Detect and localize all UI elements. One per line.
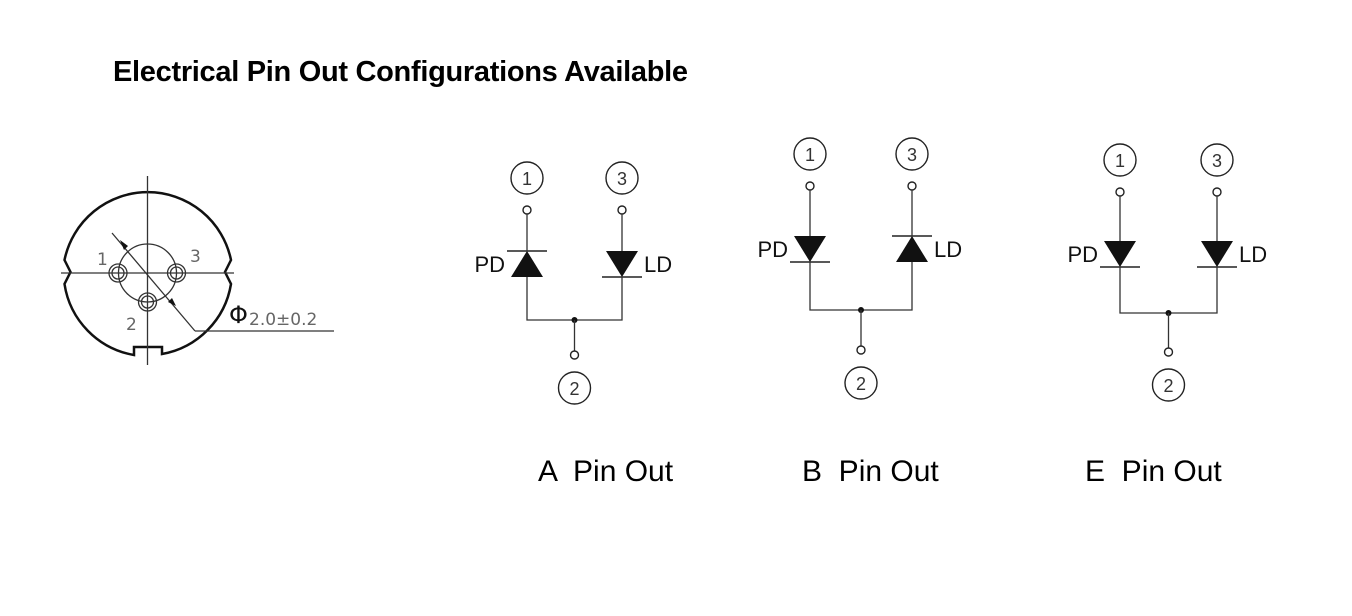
terminal-pin-1 <box>522 205 532 215</box>
pin-3-label-number: 3 <box>617 169 627 189</box>
pin-1-label-circle <box>510 161 544 195</box>
pin-3-hole <box>166 263 187 283</box>
dimension-arrow-bottom <box>168 298 176 306</box>
pd-diode-symbol-triangle <box>511 251 543 277</box>
pin-1-label-number: 1 <box>805 145 815 165</box>
ld-label: LD <box>934 237 962 262</box>
pin-label-2: 2 <box>126 315 137 335</box>
dimension-leader <box>111 232 196 332</box>
pin-1-label-circle <box>1103 143 1137 177</box>
pin-3-label-circle <box>605 161 639 195</box>
pin-3-label: 3 <box>1200 143 1234 177</box>
pin-1-label-number: 1 <box>522 169 532 189</box>
wire-common-bus <box>526 277 623 321</box>
pin-2-label-number: 2 <box>856 374 866 394</box>
pd-diode-symbol <box>1100 241 1140 268</box>
caption-a-pin-out: A Pin Out <box>538 455 674 488</box>
pin-2-label-number: 2 <box>569 379 579 399</box>
wire-common-bus <box>809 262 913 311</box>
pd-diode-symbol <box>790 236 830 263</box>
ld-diode-symbol-triangle <box>1201 241 1233 267</box>
pin-1-label-number: 1 <box>1115 151 1125 171</box>
ld-diode-symbol <box>892 235 932 262</box>
pd-diode-symbol-triangle <box>794 236 826 262</box>
pin-2-label-circle <box>844 366 878 400</box>
pin-3-label: 3 <box>895 137 929 171</box>
ld-label: LD <box>1239 242 1267 267</box>
terminal-pin-2 <box>569 350 580 360</box>
ld-label: LD <box>644 252 672 277</box>
pd-diode-symbol <box>507 250 547 277</box>
pin-2-hole <box>137 292 158 312</box>
pd-diode-symbol-triangle <box>1104 241 1136 267</box>
ld-diode-symbol <box>1197 241 1237 268</box>
ld-diode-symbol-triangle <box>896 236 928 262</box>
terminal-pin-2 <box>856 345 866 355</box>
terminal-pin-1 <box>805 181 815 191</box>
pin-1-label: 1 <box>1103 143 1137 177</box>
pin-circle <box>117 243 178 303</box>
pd-label: PD <box>474 252 505 277</box>
terminal-pin-3 <box>1212 187 1222 197</box>
pin-label-1: 1 <box>97 250 108 270</box>
dimension-arrow-top <box>120 240 128 250</box>
diameter-symbol: Φ <box>229 301 248 329</box>
package-outline <box>63 190 233 357</box>
pd-label: PD <box>1067 242 1098 267</box>
package-bottom-view: 1 3 2 Φ 2.0±0.2 <box>61 176 334 365</box>
ld-diode-symbol <box>602 251 642 278</box>
pin-2-label-number: 2 <box>1163 376 1173 396</box>
page-title: Electrical Pin Out Configurations Availa… <box>113 56 688 88</box>
caption-e-pin-out: E Pin Out <box>1085 455 1222 488</box>
pd-label: PD <box>757 237 788 262</box>
pin-3-label: 3 <box>605 161 639 195</box>
circuit-b: 1 3 2 PD LD <box>757 137 962 400</box>
terminal-pin-3 <box>907 181 917 191</box>
ld-diode-symbol-triangle <box>606 251 638 277</box>
pin-3-label-circle <box>1200 143 1234 177</box>
pin-3-label-number: 3 <box>1212 151 1222 171</box>
circuit-e: 1 3 2 PD LD <box>1067 143 1267 402</box>
pin-3-label-number: 3 <box>907 145 917 165</box>
pin-1-label-circle <box>793 137 827 171</box>
caption-b-pin-out: B Pin Out <box>802 455 939 488</box>
pinout-circuits: 1 3 2 PD LD 1 3 2 PD LD 1 3 2 PD LD <box>474 137 1267 405</box>
wire-common-bus <box>1119 267 1218 314</box>
circuit-a: 1 3 2 PD LD <box>474 161 672 405</box>
pin-1-label: 1 <box>510 161 544 195</box>
pin-1-label: 1 <box>793 137 827 171</box>
pin-3-label-circle <box>895 137 929 171</box>
pin-2-label: 2 <box>844 366 878 400</box>
pin-2-label: 2 <box>557 371 592 405</box>
terminal-pin-3 <box>617 205 627 215</box>
pin-2-label-circle <box>557 371 592 405</box>
pin-label-3: 3 <box>190 247 201 267</box>
dimension-value: 2.0±0.2 <box>249 310 317 330</box>
pin-1-hole <box>108 263 128 283</box>
terminal-pin-2 <box>1163 347 1174 357</box>
pin-2-label: 2 <box>1151 368 1186 402</box>
pin-2-label-circle <box>1151 368 1186 402</box>
terminal-pin-1 <box>1115 187 1125 197</box>
